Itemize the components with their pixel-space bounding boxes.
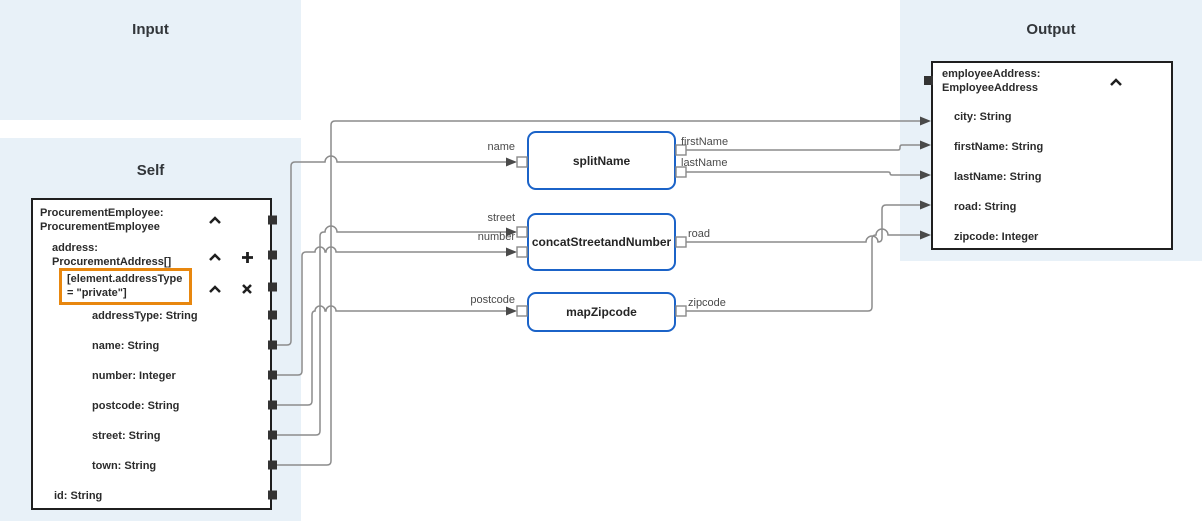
- output-structure-box: employeeAddress: EmployeeAddress city: S…: [931, 61, 1173, 250]
- arrowhead-icon: [920, 170, 931, 180]
- port-splitName-out-firstName[interactable]: [675, 144, 687, 156]
- wire-number-to-concat[interactable]: [272, 246, 506, 376]
- wire-road-to-output[interactable]: [686, 204, 920, 243]
- collapse-chevron-up-icon[interactable]: [207, 213, 223, 227]
- wire-label-postcode: postcode: [470, 294, 515, 306]
- arrowhead-icon: [920, 140, 931, 150]
- port-concat-in-street[interactable]: [516, 226, 528, 238]
- connector-filter[interactable]: [268, 282, 277, 292]
- remove-filter-close-icon[interactable]: [239, 282, 255, 296]
- tree-field-id[interactable]: id: String: [54, 490, 103, 502]
- connector-procurement-employee[interactable]: [268, 215, 277, 225]
- arrowhead-icon: [506, 306, 517, 316]
- wire-street-to-concat[interactable]: [272, 225, 506, 436]
- tree-field-postcode[interactable]: postcode: String: [92, 400, 180, 412]
- wire-label-firstName: firstName: [681, 136, 729, 148]
- connector-id[interactable]: [268, 490, 277, 500]
- port-splitName-in-name[interactable]: [516, 156, 528, 168]
- filter-expression-box[interactable]: [element.addressType = "private"]: [59, 268, 192, 305]
- collapse-chevron-up-icon[interactable]: [207, 250, 223, 264]
- wire-town-to-city[interactable]: [272, 120, 920, 466]
- tree-field-road[interactable]: road: String: [954, 201, 1017, 213]
- connector-town[interactable]: [268, 460, 277, 470]
- tree-field-street[interactable]: street: String: [92, 430, 161, 442]
- wire-label-name: name: [487, 141, 515, 153]
- wire-lastName-to-output[interactable]: [686, 171, 920, 176]
- port-splitName-out-lastName[interactable]: [675, 166, 687, 178]
- function-splitName[interactable]: splitName: [527, 131, 676, 190]
- wire-postcode-to-mapZipcode[interactable]: [272, 305, 506, 406]
- wire-label-lastName: lastName: [681, 157, 728, 169]
- arrowhead-icon: [920, 200, 931, 210]
- wire-firstName-to-output[interactable]: [686, 144, 920, 151]
- arrowhead-icon: [506, 227, 517, 237]
- connector-name[interactable]: [268, 340, 277, 350]
- wire-label-road: road: [688, 228, 711, 240]
- tree-node-procurement-employee[interactable]: ProcurementEmployee: ProcurementEmployee: [40, 207, 164, 233]
- wire-name-to-splitName[interactable]: [272, 155, 506, 346]
- function-concatStreetandNumber[interactable]: concatStreetandNumber: [527, 213, 676, 271]
- port-concat-in-number[interactable]: [516, 246, 528, 258]
- tree-field-zipcode[interactable]: zipcode: Integer: [954, 231, 1039, 243]
- tree-field-lastName[interactable]: lastName: String: [954, 171, 1042, 183]
- arrowhead-icon: [506, 247, 517, 257]
- tree-field-town[interactable]: town: String: [92, 460, 157, 472]
- tree-field-city[interactable]: city: String: [954, 111, 1012, 123]
- wire-label-zipcode: zipcode: [688, 297, 726, 309]
- connector-addressType[interactable]: [268, 310, 277, 320]
- arrowhead-icon: [920, 230, 931, 240]
- tree-field-number[interactable]: number: Integer: [92, 370, 176, 382]
- output-panel-title: Output: [1026, 21, 1076, 38]
- function-mapZipcode[interactable]: mapZipcode: [527, 292, 676, 332]
- port-mapZipcode-in-postcode[interactable]: [516, 305, 528, 317]
- wire-label-number: number: [477, 231, 515, 243]
- tree-field-name[interactable]: name: String: [92, 340, 160, 352]
- connector-address[interactable]: [268, 250, 277, 260]
- port-concat-out-road[interactable]: [675, 236, 687, 248]
- connector-employee-address[interactable]: [924, 76, 933, 85]
- tree-field-firstName[interactable]: firstName: String: [954, 141, 1044, 153]
- collapse-chevron-up-icon[interactable]: [207, 282, 223, 296]
- add-filter-plus-icon[interactable]: [239, 250, 255, 264]
- arrowhead-icon: [506, 157, 517, 167]
- tree-node-employee-address[interactable]: employeeAddress: EmployeeAddress: [942, 68, 1041, 94]
- input-panel-title: Input: [132, 21, 169, 38]
- collapse-chevron-up-icon[interactable]: [1108, 75, 1124, 89]
- wire-label-street: street: [487, 212, 515, 224]
- connector-postcode[interactable]: [268, 400, 277, 410]
- connector-number[interactable]: [268, 370, 277, 380]
- connector-street[interactable]: [268, 430, 277, 440]
- self-panel-title: Self: [136, 162, 165, 179]
- tree-node-address[interactable]: address: ProcurementAddress[]: [52, 242, 172, 268]
- input-panel: Input: [0, 0, 301, 120]
- port-mapZipcode-out-zipcode[interactable]: [675, 305, 687, 317]
- arrowhead-icon: [920, 116, 931, 126]
- tree-field-addressType[interactable]: addressType: String: [92, 310, 198, 322]
- wire-zipcode-to-output[interactable]: [686, 228, 920, 312]
- self-structure-box: ProcurementEmployee: ProcurementEmployee…: [31, 198, 272, 510]
